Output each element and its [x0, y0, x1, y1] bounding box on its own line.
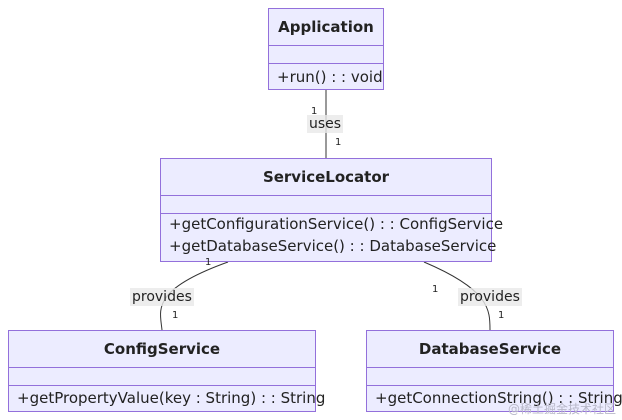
methods-divider [161, 213, 491, 214]
class-config-service[interactable]: ConfigService +getPropertyValue(key : St… [8, 330, 325, 412]
multiplicity-uses-to: 1 [335, 137, 342, 148]
attributes-divider [161, 195, 491, 196]
class-application[interactable]: Application +run() : : void [268, 8, 384, 90]
edge-label-provides-database: provides [458, 288, 522, 306]
class-service-locator[interactable]: ServiceLocator +getConfigurationService(… [160, 158, 503, 262]
multiplicity-uses-from: 1 [311, 106, 318, 117]
method-run: +run() : : void [277, 68, 383, 86]
method-get-property-value: +getPropertyValue(key : String) : : Stri… [17, 389, 326, 407]
attributes-divider [269, 45, 383, 46]
class-name: Application [278, 18, 374, 36]
class-database-service[interactable]: DatabaseService +getConnectionString() :… [366, 330, 622, 412]
multiplicity-provides-config-to: 1 [172, 310, 179, 321]
attributes-divider [9, 367, 315, 368]
multiplicity-provides-database-from: 1 [432, 284, 439, 295]
multiplicity-provides-database-to: 1 [498, 310, 505, 321]
class-name: DatabaseService [418, 340, 562, 358]
multiplicity-provides-config-from: 1 [205, 257, 212, 268]
method-get-configuration-service: +getConfigurationService() : : ConfigSer… [169, 215, 504, 233]
class-name: ConfigService [103, 340, 221, 358]
methods-divider [9, 385, 315, 386]
method-get-connection-string: +getConnectionString() : : String [375, 389, 622, 407]
attributes-divider [367, 367, 613, 368]
method-get-database-service: +getDatabaseService() : : DatabaseServic… [169, 237, 497, 255]
watermark: @稀土掘金技术社区 [507, 402, 616, 416]
methods-divider [367, 385, 613, 386]
class-name: ServiceLocator [262, 168, 390, 186]
methods-divider [269, 63, 383, 64]
edge-label-uses: uses [307, 115, 344, 133]
edge-label-provides-config: provides [130, 288, 194, 306]
